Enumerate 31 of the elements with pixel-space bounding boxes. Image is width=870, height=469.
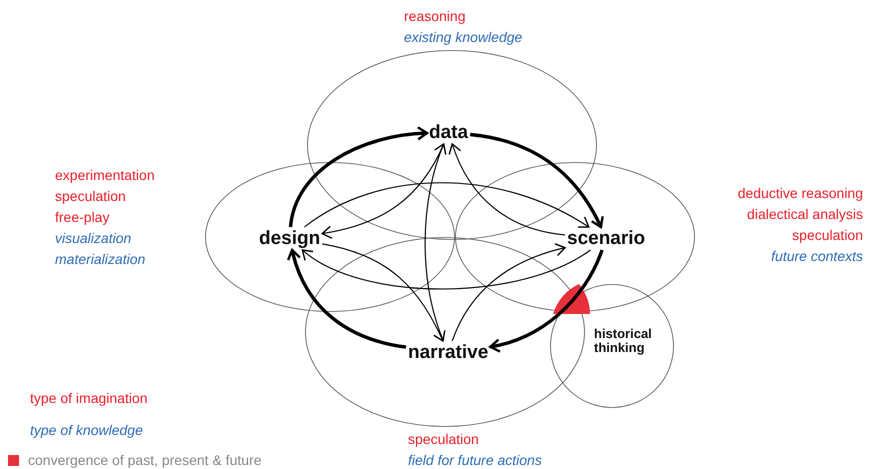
imagination-type-text: reasoning [404,7,466,26]
knowledge-type-text: field for future actions [408,451,542,469]
arrow [288,126,428,228]
legend-text: type of knowledge [30,422,143,438]
imagination-type-text: dialectical analysis [747,205,863,224]
concept-label: historical thinking [594,327,664,356]
knowledge-type-text: existing knowledge [404,28,522,47]
arrow [448,143,566,236]
concept-label: design [259,229,320,248]
arrow [302,249,591,290]
knowledge-type-text: visualization [55,229,132,248]
imagination-type-text: experimentation [55,166,155,185]
knowledge-type-text: future contexts [771,247,863,266]
concept-label: data [429,123,468,142]
knowledge-type-text: materialization [55,250,146,269]
imagination-type-text: speculation [55,187,126,206]
arrow [424,143,447,342]
legend-text: type of imagination [30,390,148,406]
concept-label: scenario [567,229,646,248]
arrow [489,249,604,352]
legend-text: convergence of past, present & future [28,452,262,468]
arrow [470,132,604,228]
arrow [452,243,566,342]
imagination-type-text: free-play [55,208,110,227]
arrow [287,248,406,349]
concept-label: narrative [408,343,488,362]
imagination-type-text: speculation [792,226,863,245]
imagination-type-text: deductive reasoning [738,184,863,203]
arrow [322,243,446,342]
imagination-type-text: speculation [408,430,479,449]
arrow [304,182,590,228]
